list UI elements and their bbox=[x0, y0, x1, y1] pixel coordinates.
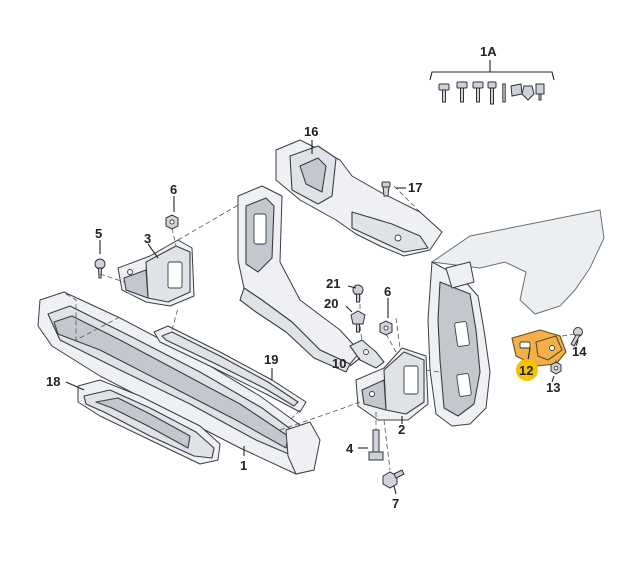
label-2: 2 bbox=[398, 422, 405, 437]
label-18: 18 bbox=[46, 374, 60, 389]
nut-icon bbox=[379, 320, 393, 336]
label-6-left: 6 bbox=[170, 182, 177, 197]
assembly-guide-lines bbox=[65, 185, 577, 471]
label-12: 12 bbox=[519, 363, 533, 378]
screw-icon bbox=[438, 83, 450, 103]
screw-icon bbox=[570, 327, 583, 347]
label-16: 16 bbox=[304, 124, 318, 139]
upper-cross-member bbox=[275, 139, 443, 257]
label-10: 10 bbox=[332, 356, 346, 371]
left-mounting-bracket bbox=[117, 239, 195, 307]
label-4: 4 bbox=[346, 441, 354, 456]
label-14: 14 bbox=[572, 344, 587, 359]
right-mounting-bracket bbox=[355, 347, 429, 421]
clip-icon bbox=[510, 83, 523, 97]
label-19: 19 bbox=[264, 352, 278, 367]
screw-icon bbox=[472, 81, 484, 103]
screw-icon bbox=[456, 81, 468, 103]
label-7: 7 bbox=[392, 496, 399, 511]
label-1a: 1A bbox=[480, 44, 497, 59]
highlight-circle bbox=[516, 359, 538, 381]
label-21: 21 bbox=[326, 276, 340, 291]
leader-lines bbox=[65, 60, 579, 495]
seal-strip bbox=[153, 325, 307, 413]
label-6-right: 6 bbox=[384, 284, 391, 299]
clip-icon bbox=[381, 181, 391, 197]
bolt-icon bbox=[502, 83, 506, 103]
nut-icon bbox=[165, 214, 179, 230]
screw-icon bbox=[382, 469, 405, 489]
bolt-icon bbox=[368, 429, 384, 461]
fastener-set-1a bbox=[438, 81, 545, 105]
clip-icon bbox=[350, 310, 366, 333]
bumper-beam bbox=[37, 291, 321, 475]
part-labels: 1A 6 5 3 16 17 21 20 6 10 19 18 1 2 4 7 … bbox=[46, 44, 587, 511]
label-1: 1 bbox=[240, 458, 247, 473]
clip-icon bbox=[521, 85, 535, 101]
label-20: 20 bbox=[324, 296, 338, 311]
label-5: 5 bbox=[95, 226, 102, 241]
label-17: 17 bbox=[408, 180, 422, 195]
highlighted-bracket bbox=[511, 329, 567, 367]
label-3: 3 bbox=[144, 231, 151, 246]
side-member-left bbox=[237, 185, 361, 373]
car-body-panel bbox=[427, 209, 605, 427]
clip-icon bbox=[535, 83, 545, 101]
highlight-badge-12: 12 bbox=[516, 359, 538, 381]
small-bracket bbox=[349, 339, 385, 369]
screw-icon bbox=[352, 284, 364, 303]
label-13: 13 bbox=[546, 380, 560, 395]
screw-icon bbox=[94, 258, 106, 279]
impact-absorber bbox=[77, 379, 221, 465]
bolt-icon bbox=[487, 81, 497, 105]
